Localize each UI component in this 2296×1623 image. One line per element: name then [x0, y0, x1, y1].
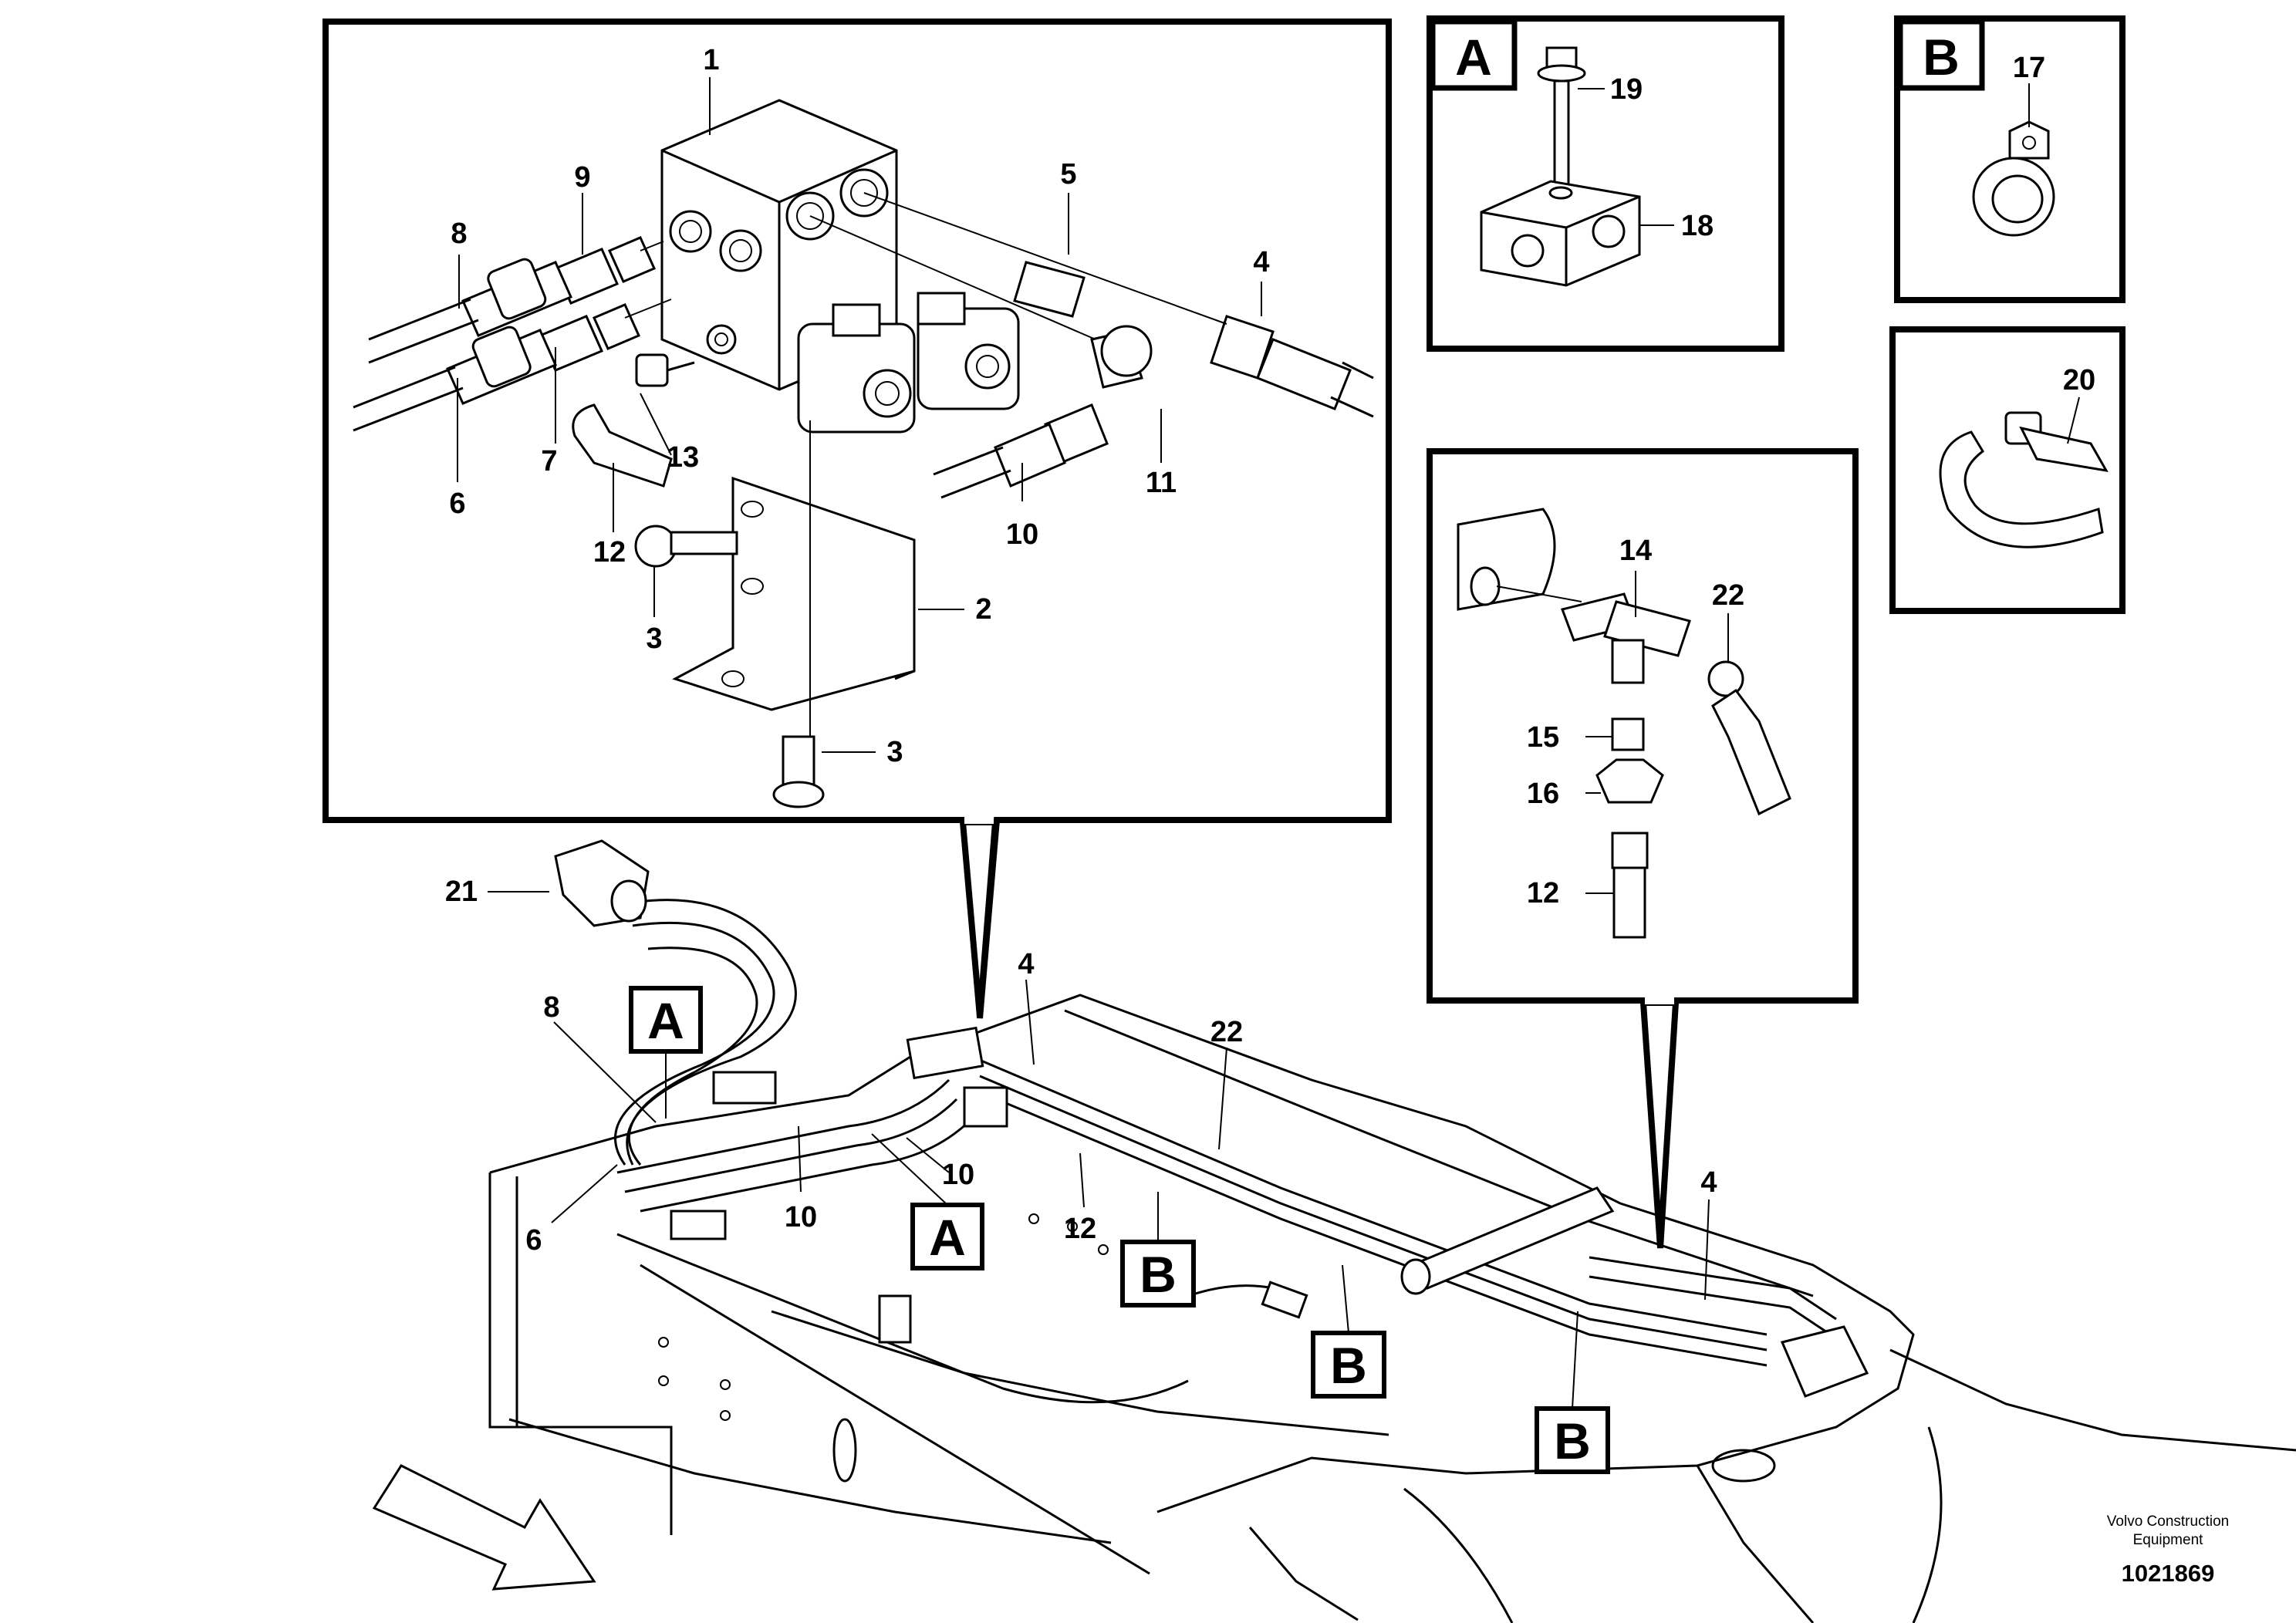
- view-marker-a: A: [929, 1209, 966, 1266]
- detail-b-clip: B 17: [1894, 15, 2125, 303]
- view-marker-b: B: [1330, 1337, 1367, 1394]
- callout-label: 5: [1060, 158, 1076, 191]
- view-label-b: B: [1923, 29, 1960, 86]
- callout-label: 10: [785, 1201, 817, 1233]
- callout-label: 2: [975, 593, 991, 626]
- callout-label: 3: [646, 623, 662, 655]
- view-markers: A A B B B: [629, 986, 1610, 1474]
- valve-assembly-detail: 1 9 8 5 4 6 7 13 11 12 3 10 2 3: [322, 19, 1392, 1019]
- callout-label: 4: [1700, 1166, 1717, 1199]
- brand-line-2: Equipment: [2133, 1532, 2204, 1548]
- valve-callouts: 1 9 8 5 4 6 7 13 11 12 3 10 2 3: [449, 44, 1269, 768]
- callout-label: 7: [541, 445, 557, 477]
- callout-label: 21: [445, 876, 478, 908]
- machine-hose-runs: [554, 839, 1869, 1575]
- view-marker-b: B: [1554, 1412, 1591, 1469]
- callout-label: 22: [1210, 1016, 1243, 1048]
- view-marker-b: B: [1140, 1246, 1177, 1303]
- callout-label: 10: [1006, 518, 1038, 551]
- hose-clip: [1972, 120, 2055, 237]
- callout-label: 13: [667, 441, 699, 474]
- brand-line-1: Volvo Construction: [2107, 1513, 2229, 1530]
- machine-frame-overview: A A B B B 21: [445, 839, 2296, 1623]
- callout-label: 4: [1018, 948, 1034, 980]
- strap-detail: 20: [1889, 326, 2125, 614]
- detail-a-clamp: A 19 18: [1427, 15, 1784, 352]
- callout-label: 12: [1527, 877, 1559, 909]
- document-number: 1021869: [2122, 1560, 2215, 1587]
- callout-label: 3: [886, 736, 903, 768]
- callout-label: 4: [1253, 246, 1269, 278]
- callout-label: 19: [1610, 73, 1643, 106]
- view-marker-a: A: [647, 992, 684, 1049]
- callout-label: 17: [2013, 52, 2045, 84]
- callout-label: 9: [574, 161, 590, 194]
- tee-fitting-detail: 14 22 15 16 12: [1427, 448, 1859, 1249]
- view-label-a: A: [1455, 29, 1492, 86]
- callout-label: 14: [1619, 535, 1652, 567]
- tee-hose: [1707, 660, 1791, 816]
- callout-label: 6: [449, 488, 465, 520]
- callout-label: 20: [2063, 364, 2095, 396]
- callout-label: 8: [451, 218, 467, 250]
- right-hoses: [809, 192, 1374, 499]
- callout-label: 1: [703, 44, 719, 76]
- cable-strap: [1939, 411, 2109, 548]
- tee-fitting: [1561, 592, 1691, 939]
- callout-label: 11: [1146, 467, 1177, 499]
- clamp-bolt: [1537, 46, 1586, 187]
- leader-lines: [457, 77, 1262, 753]
- valve-port-body: [1457, 508, 1582, 611]
- callout-label: 10: [942, 1159, 974, 1191]
- callout-label: 22: [1712, 579, 1744, 612]
- footer-credit: Volvo Construction Equipment 1021869: [2107, 1513, 2229, 1587]
- callout-label: 15: [1527, 721, 1559, 754]
- callout-label: 8: [543, 991, 559, 1024]
- callout-label: 12: [593, 536, 626, 569]
- chassis-outline: [488, 994, 2296, 1623]
- solenoid-coils: [797, 292, 1020, 434]
- forward-direction-arrow-icon: [372, 1464, 596, 1591]
- clamp-block: [1480, 180, 1641, 287]
- overview-leaders: [488, 891, 1710, 1301]
- callout-label: 6: [525, 1224, 542, 1257]
- callout-label: 18: [1681, 210, 1714, 242]
- elbow-and-plug: [572, 353, 825, 808]
- callout-label: 12: [1064, 1213, 1096, 1245]
- overview-callouts: 21 4 8 22 6 10 10 12 4: [445, 876, 1717, 1257]
- callout-label: 16: [1527, 778, 1559, 810]
